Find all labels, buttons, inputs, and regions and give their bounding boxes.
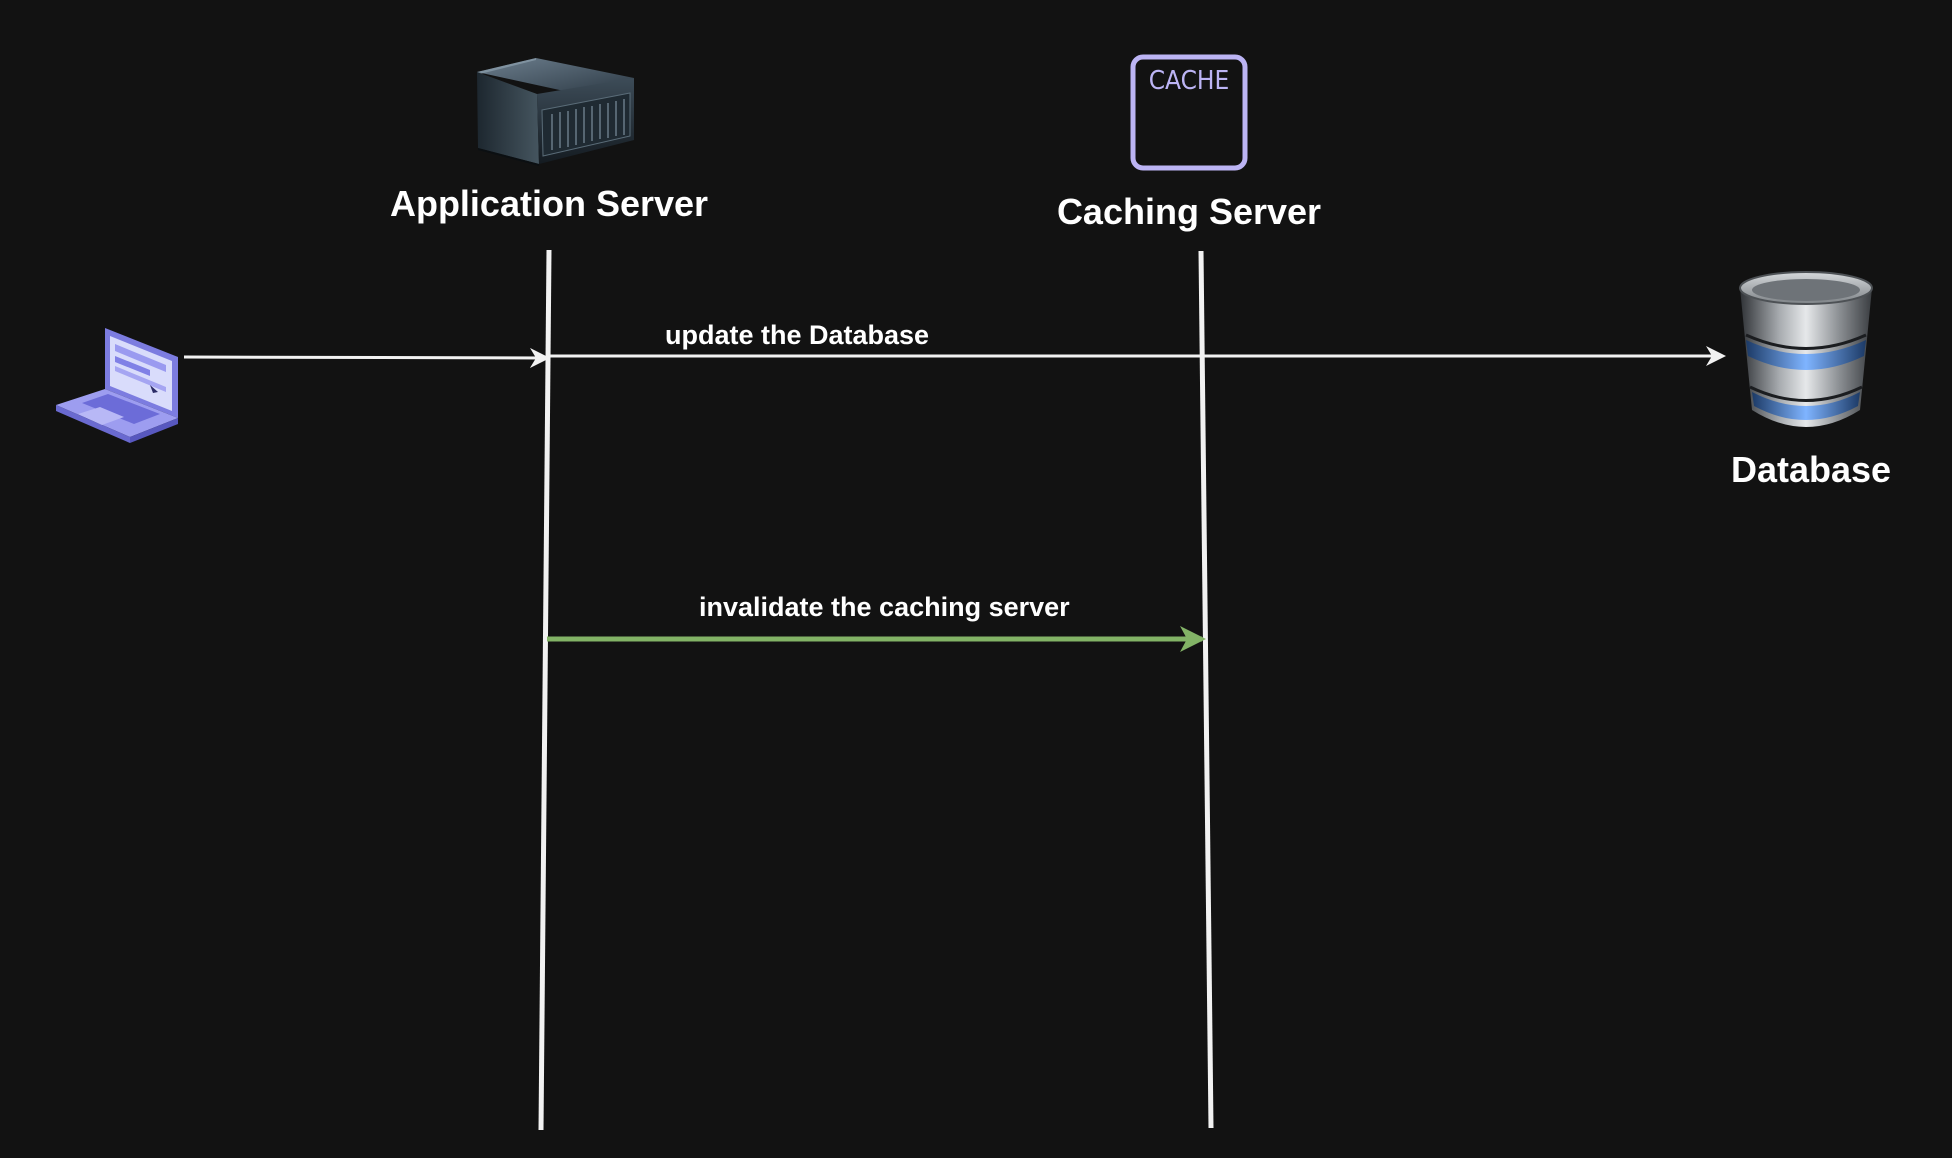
app-server-lifeline — [538, 249, 552, 1131]
database-label: Database — [1731, 449, 1891, 490]
cache-icon: CACHE — [1130, 54, 1248, 171]
update-database-label: update the Database — [665, 320, 929, 350]
server-rack-icon — [477, 58, 634, 166]
app-server-label: Application Server — [390, 183, 708, 224]
laptop-icon — [56, 328, 178, 443]
cache-server-lifeline — [1198, 250, 1214, 1129]
cache-icon-text: CACHE — [1149, 66, 1230, 96]
invalidate-cache-label: invalidate the caching server — [699, 592, 1070, 622]
cache-server-label: Caching Server — [1057, 191, 1321, 232]
client-to-app-arrow — [183, 347, 550, 368]
database-icon — [1739, 271, 1873, 427]
